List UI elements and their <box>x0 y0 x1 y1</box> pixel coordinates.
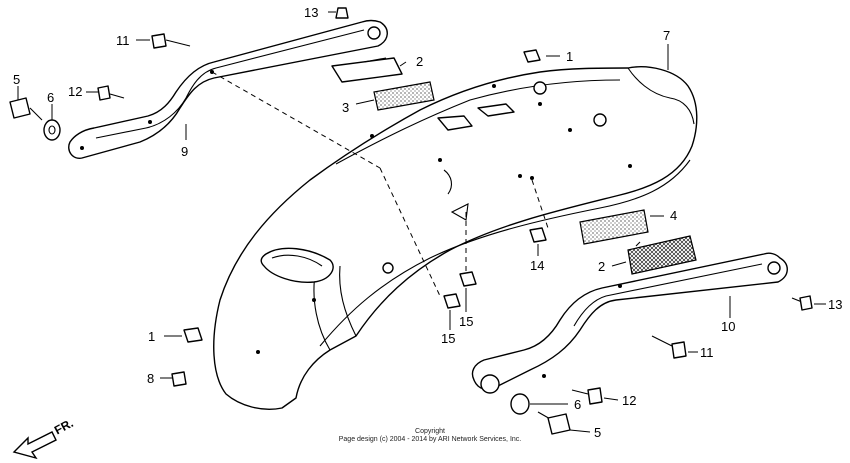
callout-13-top: 13 <box>304 5 318 20</box>
callout-13-right: 13 <box>828 297 842 312</box>
callout-12-lower: 12 <box>622 393 636 408</box>
callout-11-lower: 11 <box>700 345 714 360</box>
copyright-title: Copyright <box>415 428 445 435</box>
left-fender-stay <box>68 19 388 159</box>
callout-3: 3 <box>342 100 349 115</box>
callout-2-top: 2 <box>416 54 423 69</box>
callout-9: 9 <box>181 144 188 159</box>
upper-reflector-parts <box>331 57 435 111</box>
right-fender-stay <box>471 252 788 394</box>
callout-14: 14 <box>530 258 544 273</box>
callout-4: 4 <box>670 208 677 223</box>
hardware <box>9 7 813 435</box>
callout-15-left: 15 <box>441 331 455 346</box>
callout-6-top: 6 <box>47 90 54 105</box>
front-direction-arrow-icon <box>12 431 57 460</box>
assembly-lines <box>211 71 549 297</box>
copyright-notice: Copyright Page design (c) 2004 - 2014 by… <box>300 428 560 444</box>
callout-7: 7 <box>663 28 670 43</box>
callout-labels: 13 11 12 5 6 2 3 1 7 9 4 2 14 15 15 1 8 … <box>13 5 842 440</box>
lower-reflector-parts <box>579 209 697 275</box>
callout-5-top: 5 <box>13 72 20 87</box>
callout-12-top: 12 <box>68 84 82 99</box>
copyright-text: Page design (c) 2004 - 2014 by ARI Netwo… <box>338 436 522 443</box>
callout-10: 10 <box>721 319 735 334</box>
callout-11-top: 11 <box>116 33 130 48</box>
callout-1-lower: 1 <box>148 329 155 344</box>
callout-5-lower: 5 <box>594 425 601 440</box>
rear-fender <box>213 66 698 410</box>
callout-15-right: 15 <box>459 314 473 329</box>
callout-1-top: 1 <box>566 49 573 64</box>
callout-2-lower: 2 <box>598 259 605 274</box>
callout-8: 8 <box>147 371 154 386</box>
callout-6-lower: 6 <box>574 397 581 412</box>
leader-lines <box>17 11 826 433</box>
